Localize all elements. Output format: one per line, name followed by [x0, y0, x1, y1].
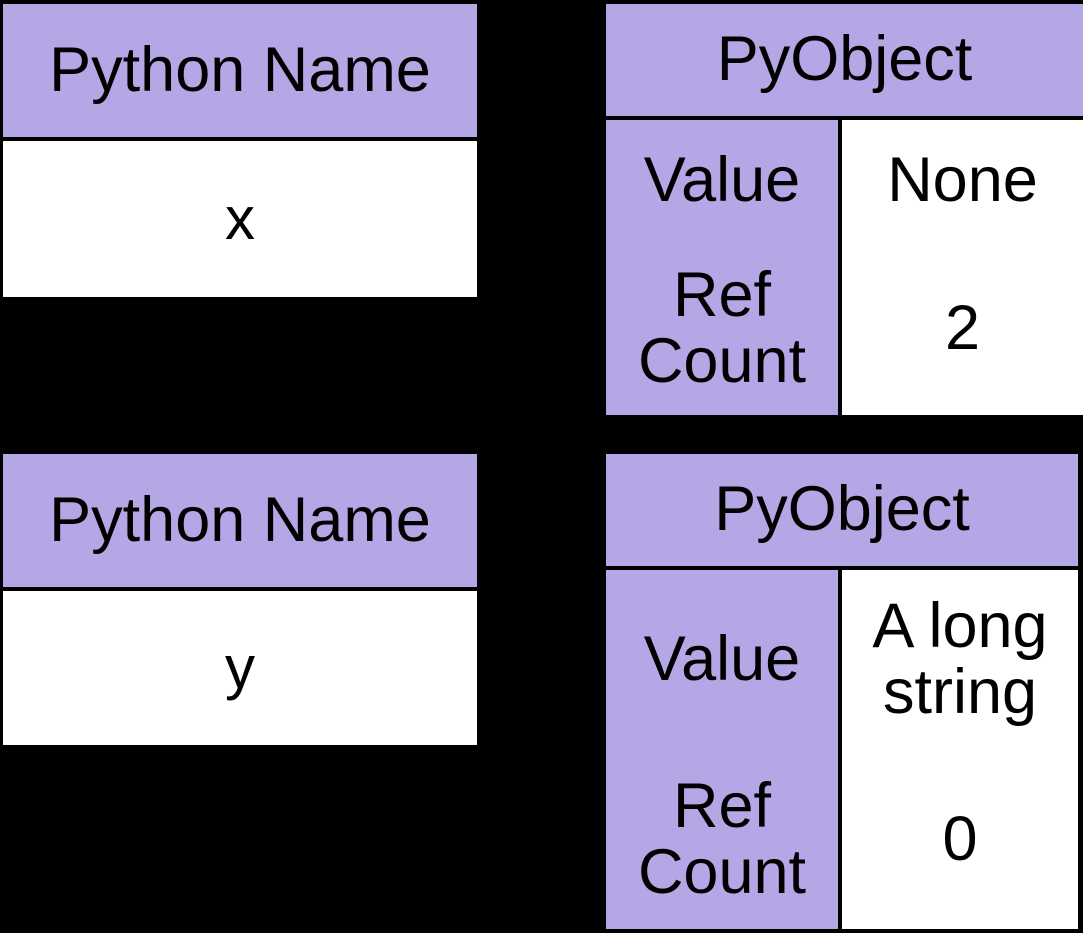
pyobject-value-none: None [842, 120, 1083, 242]
pyobject-value-string: A long string [842, 570, 1078, 750]
python-name-value-x: x [3, 141, 477, 297]
python-name-value-y: y [3, 591, 477, 745]
pyobject-refcount-label: Ref Count [606, 750, 842, 929]
pyobject-box-string: PyObject Value A long string Ref Count 0 [603, 452, 1081, 931]
pyobject-header: PyObject [606, 454, 1078, 570]
python-name-box-x: Python Name x [1, 2, 480, 300]
pyobject-refcount-label: Ref Count [606, 242, 842, 415]
pyobject-value-label: Value [606, 120, 842, 242]
pyobject-refcount-value: 0 [842, 750, 1078, 929]
pyobject-value-label: Value [606, 570, 842, 750]
python-name-header: Python Name [3, 4, 477, 141]
pyobject-header: PyObject [606, 4, 1083, 120]
python-name-box-y: Python Name y [1, 452, 480, 748]
pyobject-refcount-value: 2 [842, 242, 1083, 415]
pyobject-box-none: PyObject Value None Ref Count 2 [603, 2, 1083, 418]
python-name-header: Python Name [3, 454, 477, 591]
